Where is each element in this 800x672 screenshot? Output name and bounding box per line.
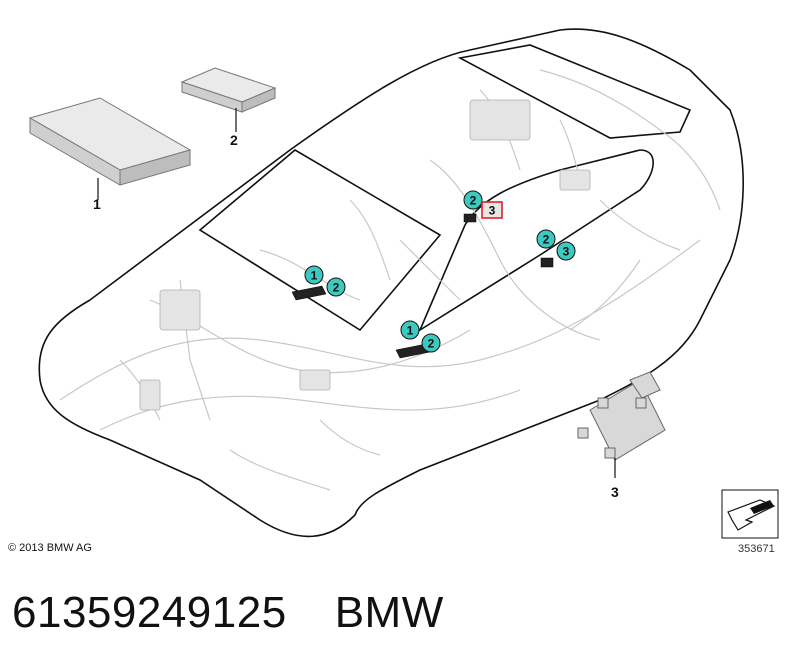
highlight-box — [481, 201, 503, 219]
marker-circle — [326, 277, 346, 297]
control-unit-part2 — [180, 67, 277, 132]
installed-modules — [291, 213, 554, 359]
marker-label: 2 — [333, 281, 340, 295]
marker-label: 2 — [470, 194, 477, 208]
diagram-id: 353671 — [738, 543, 775, 555]
arrow-box-icon — [721, 489, 779, 539]
marker-label: 3 — [563, 245, 570, 259]
windshield-outline — [198, 149, 442, 332]
side-window-outline — [418, 149, 654, 333]
copyright-text: © 2013 BMW AG — [8, 542, 92, 554]
marker-circle — [421, 333, 441, 353]
marker-circle — [400, 320, 420, 340]
car-outline — [38, 28, 744, 538]
marker-circle — [304, 265, 324, 285]
marker-3-7[interactable]: 3 — [556, 241, 576, 261]
marker-label: 3 — [489, 204, 496, 218]
control-unit-part1 — [28, 97, 192, 200]
footer: 61359249125 BMW — [12, 588, 444, 638]
marker-2-3[interactable]: 2 — [421, 333, 441, 353]
background-components — [139, 99, 591, 411]
callout-part1: 1 — [93, 196, 101, 212]
marker-2-1[interactable]: 2 — [326, 277, 346, 297]
marker-label: 2 — [543, 233, 550, 247]
rear-window-outline — [457, 44, 692, 139]
marker-circle — [536, 229, 556, 249]
marker-2-4[interactable]: 2 — [463, 190, 483, 210]
bracket-part3 — [577, 371, 666, 478]
marker-circle — [556, 241, 576, 261]
callout-part3: 3 — [611, 484, 619, 500]
brand-name: BMW — [334, 588, 444, 637]
marker-label: 1 — [407, 324, 414, 338]
marker-label: 2 — [428, 337, 435, 351]
marker-1-0[interactable]: 1 — [304, 265, 324, 285]
callout-part2: 2 — [230, 132, 238, 148]
marker-3-5[interactable]: 3 — [481, 201, 503, 219]
part-number: 61359249125 — [12, 588, 287, 637]
marker-1-2[interactable]: 1 — [400, 320, 420, 340]
marker-circle — [463, 190, 483, 210]
marker-2-6[interactable]: 2 — [536, 229, 556, 249]
marker-label: 1 — [311, 269, 318, 283]
